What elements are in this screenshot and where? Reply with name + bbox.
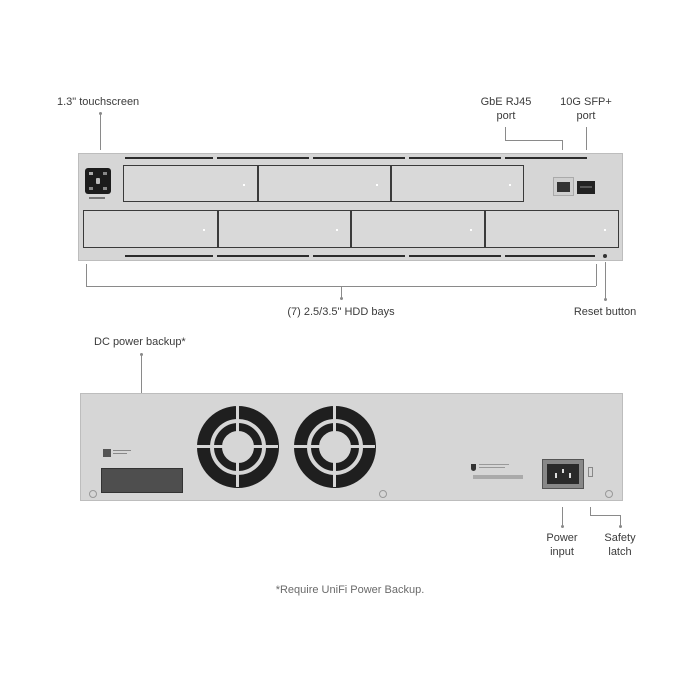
model-text <box>89 197 105 199</box>
dc-backup-label: DC power backup* <box>94 336 186 348</box>
latch-callout-v1 <box>590 507 591 515</box>
callout-dot <box>99 112 102 115</box>
touchscreen-callout <box>100 113 101 150</box>
vent-slot <box>125 157 213 159</box>
rj45-label: GbE RJ45 port <box>476 95 536 123</box>
latch-callout-h <box>590 515 620 516</box>
rj45-callout-v2 <box>562 140 563 150</box>
rj45-jack <box>557 182 570 192</box>
qr-code <box>103 449 111 457</box>
touchscreen[interactable] <box>85 168 111 194</box>
reset-button[interactable] <box>603 254 607 258</box>
hdd-bracket-right <box>596 264 597 286</box>
vent-slot <box>505 255 595 257</box>
vent-slot <box>505 157 587 159</box>
front-chassis <box>78 153 623 261</box>
reset-callout <box>605 262 606 300</box>
rj45-port[interactable] <box>553 177 574 196</box>
hdd-bay-6[interactable] <box>351 210 485 248</box>
hdd-bracket-left <box>86 264 87 286</box>
dc-power-backup-port[interactable] <box>101 468 183 493</box>
power-input-label: Power input <box>532 531 592 559</box>
rj45-label-line2: port <box>496 110 516 122</box>
safety-latch[interactable] <box>588 467 593 477</box>
safety-latch-label-line1: Safety <box>604 532 636 544</box>
callout-dot <box>561 525 564 528</box>
power-input-label-line2: input <box>550 546 574 558</box>
vent-slot <box>217 157 309 159</box>
fan-1 <box>196 405 279 488</box>
hdd-bay-7[interactable] <box>485 210 619 248</box>
callout-dot <box>340 297 343 300</box>
fan-2 <box>293 405 376 488</box>
hdd-bay-2[interactable] <box>258 165 391 202</box>
rj45-callout-v1 <box>505 127 506 141</box>
safety-latch-label: Safety latch <box>590 531 650 559</box>
rj45-label-line1: GbE RJ45 <box>480 96 532 108</box>
screen-icon <box>89 172 93 175</box>
vent-slot <box>125 255 213 257</box>
callout-dot <box>604 298 607 301</box>
footnote: *Require UniFi Power Backup. <box>275 584 425 596</box>
hdd-bay-1[interactable] <box>123 165 258 202</box>
latch-callout-v2 <box>620 515 621 527</box>
regulatory-marks <box>473 475 523 479</box>
ubiquiti-logo <box>471 464 476 471</box>
hdd-bay-3[interactable] <box>391 165 524 202</box>
hdd-bays-label: (7) 2.5/3.5" HDD bays <box>287 306 395 318</box>
screw-icon <box>89 490 97 498</box>
vent-slot <box>313 157 405 159</box>
rear-chassis <box>80 393 623 501</box>
sfp-label-line1: 10G SFP+ <box>560 96 612 108</box>
screw-icon <box>605 490 613 498</box>
screen-icon <box>103 172 107 175</box>
sfp-callout <box>586 127 587 150</box>
sfp-label: 10G SFP+ port <box>556 95 616 123</box>
power-input-label-line1: Power <box>546 532 578 544</box>
safety-latch-label-line2: latch <box>608 546 632 558</box>
touchscreen-label: 1.3" touchscreen <box>57 96 140 108</box>
reset-label: Reset button <box>573 306 637 318</box>
rj45-callout-h <box>505 140 562 141</box>
hdd-bay-4[interactable] <box>83 210 218 248</box>
power-input[interactable] <box>542 459 584 489</box>
vent-slot <box>217 255 309 257</box>
power-callout <box>562 507 563 527</box>
sfp-label-line2: port <box>576 110 596 122</box>
screen-icon <box>89 187 93 190</box>
screen-icon <box>103 187 107 190</box>
hdd-bay-5[interactable] <box>218 210 351 248</box>
hdd-callout <box>341 286 342 299</box>
vent-slot <box>409 157 501 159</box>
callout-dot <box>140 353 143 356</box>
vent-slot <box>313 255 405 257</box>
callout-dot <box>619 525 622 528</box>
sfp-port[interactable] <box>577 181 595 194</box>
screw-icon <box>379 490 387 498</box>
screen-icon <box>96 178 100 184</box>
vent-slot <box>409 255 501 257</box>
